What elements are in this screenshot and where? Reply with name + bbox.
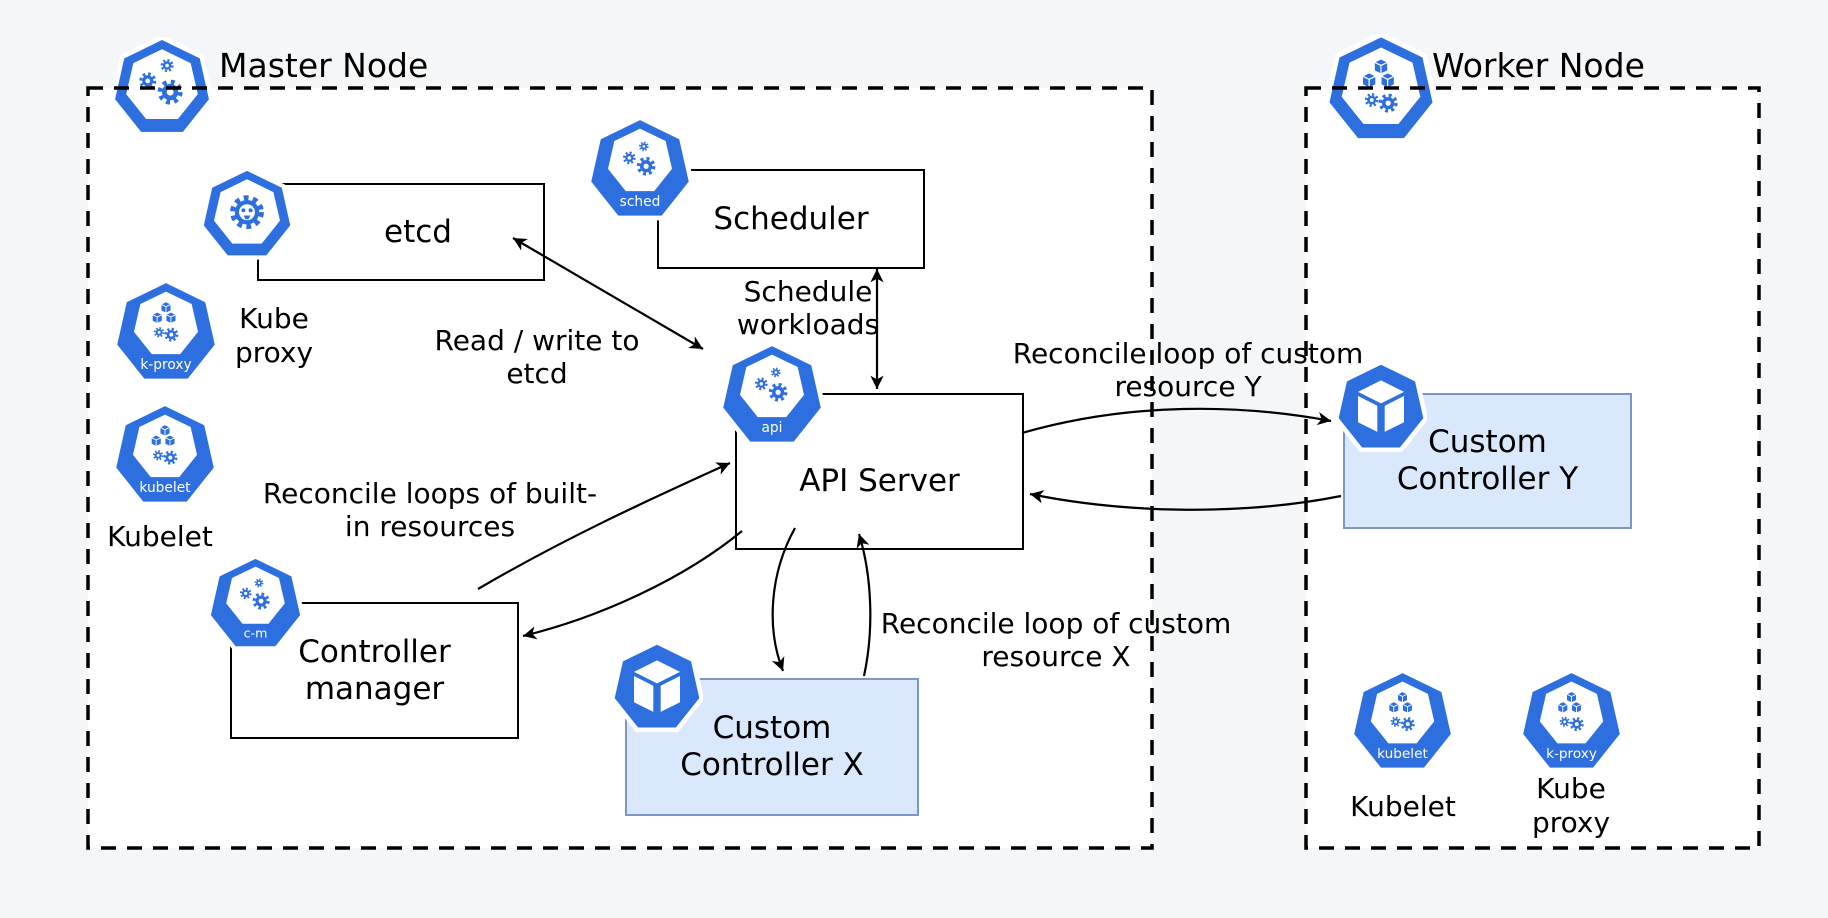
controller-manager-label-line1: Controller <box>298 633 451 670</box>
kube-proxy-icon-label: k-proxy <box>1546 746 1597 762</box>
controller-manager-label-line2: manager <box>304 670 445 707</box>
kube-proxy-icon-worker: k-proxy <box>1519 670 1624 775</box>
controller-manager-icon-label: c-m <box>244 625 268 640</box>
reconcile-builtin-annotation: Reconcile loops of built- in resources <box>262 477 598 543</box>
api-server-icon: api <box>719 343 825 449</box>
kubelet-icon-worker: kubelet <box>1350 670 1455 775</box>
etcd-box: etcd <box>257 183 545 281</box>
api-server-label: API Server <box>799 463 960 499</box>
controller-manager-icon: c-m <box>207 556 304 653</box>
kube-proxy-label-master: Kube proxy <box>234 302 314 369</box>
custom-controller-y-label-line1: Custom <box>1428 424 1547 460</box>
custom-controller-x-label-line1: Custom <box>712 710 832 746</box>
schedule-workloads-annotation: Schedule workloads <box>736 275 880 341</box>
etcd-icon <box>200 168 294 262</box>
scheduler-icon: sched <box>587 117 693 223</box>
worker-node-title: Worker Node <box>1432 46 1645 85</box>
scheduler-icon-label: sched <box>620 194 661 210</box>
kubelet-icon-master: kubelet <box>112 403 218 509</box>
master-node-title: Master Node <box>219 46 429 85</box>
kubelet-label-worker: Kubelet <box>1350 790 1456 823</box>
etcd-label: etcd <box>384 213 452 250</box>
custom-controller-x-label-line2: Controller X <box>680 747 864 783</box>
kubelet-label-master: Kubelet <box>107 520 213 553</box>
kube-proxy-icon-label: k-proxy <box>140 357 191 373</box>
reconcile-custom-x-annotation: Reconcile loop of custom resource X <box>880 607 1232 673</box>
kube-proxy-label-worker: Kube proxy <box>1531 772 1611 839</box>
worker-node-icon <box>1325 34 1437 146</box>
crd-icon-custom-controller-y <box>1335 362 1427 454</box>
custom-controller-y-label-line2: Controller Y <box>1396 461 1579 497</box>
kube-proxy-icon-master: k-proxy <box>113 280 219 386</box>
reconcile-custom-y-annotation: Reconcile loop of custom resource Y <box>1012 337 1364 403</box>
read-write-etcd-annotation: Read / write to etcd <box>434 324 640 390</box>
control-plane-icon <box>111 37 213 139</box>
crd-icon-custom-controller-x <box>611 642 703 734</box>
api-server-icon-label: api <box>762 420 783 436</box>
scheduler-box: Scheduler <box>657 169 925 269</box>
scheduler-label: Scheduler <box>713 200 869 237</box>
kubelet-icon-label: kubelet <box>1377 746 1428 762</box>
kubelet-icon-label: kubelet <box>139 480 191 496</box>
